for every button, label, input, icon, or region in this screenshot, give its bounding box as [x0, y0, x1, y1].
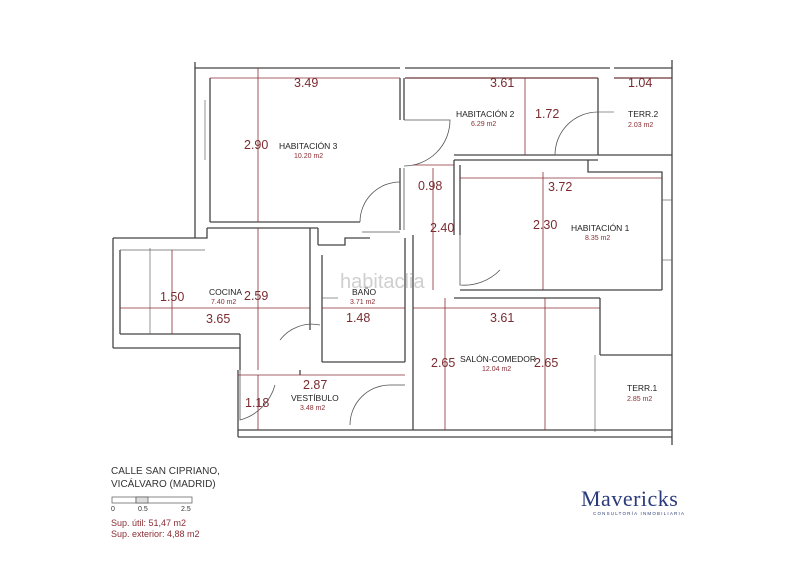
address-line-1: CALLE SAN CIPRIANO,: [111, 466, 220, 477]
dim-hab3-height: 2.90: [244, 138, 268, 152]
dimension-labels: 3.49 3.61 1.04 2.90 1.72 0.98 3.72 2.40 …: [160, 76, 652, 410]
room-area-bano: 3.71 m2: [350, 299, 375, 306]
address-block: CALLE SAN CIPRIANO, VICÁLVARO (MADRID): [111, 465, 220, 491]
dim-salon-height-right: 2.65: [534, 356, 558, 370]
doors: [239, 111, 599, 426]
room-area-habitacion3: 10.20 m2: [294, 153, 323, 160]
dim-cocina-width: 3.65: [206, 312, 230, 326]
dim-pasillo-width: 0.98: [418, 179, 442, 193]
room-area-habitacion2: 6.29 m2: [471, 121, 496, 128]
room-area-salon: 12.04 m2: [482, 366, 511, 373]
dim-cocina-height: 2.59: [244, 289, 268, 303]
dim-hab3-width: 3.49: [294, 76, 318, 90]
scale-tick-0: 0: [111, 506, 115, 513]
room-area-vestibulo: 3.48 m2: [300, 405, 325, 412]
room-name-habitacion3: HABITACIÓN 3: [279, 141, 338, 151]
watermark: habitaclia: [340, 271, 425, 293]
surface-summary: Sup. útil: 51,47 m2 Sup. exterior: 4,88 …: [111, 518, 200, 540]
room-area-terr1: 2.85 m2: [627, 396, 652, 403]
room-name-bano: BAÑO: [352, 287, 376, 297]
surface-exterior: Sup. exterior: 4,88 m2: [111, 529, 200, 539]
room-name-terr2: TERR.2: [628, 109, 659, 119]
room-name-salon: SALÓN-COMEDOR: [460, 354, 536, 364]
dim-vestibulo-height: 1.18: [245, 396, 269, 410]
dim-hab2-width: 3.61: [490, 76, 514, 90]
room-name-cocina: COCINA: [209, 287, 242, 297]
brand-logo: Mavericks: [581, 486, 679, 511]
room-area-cocina: 7.40 m2: [211, 299, 236, 306]
room-area-habitacion1: 8.35 m2: [585, 235, 610, 242]
room-name-habitacion1: HABITACIÓN 1: [571, 223, 630, 233]
dim-terr2-width: 1.04: [628, 76, 652, 90]
dim-hab1-height: 2.30: [533, 218, 557, 232]
room-name-vestibulo: VESTÍBULO: [291, 393, 339, 403]
dimension-lines: [120, 68, 672, 430]
dim-salon-height-left: 2.65: [431, 356, 455, 370]
dim-bano-width: 1.48: [346, 311, 370, 325]
dim-hab1-width: 3.72: [548, 180, 572, 194]
room-name-habitacion2: HABITACIÓN 2: [456, 109, 515, 119]
room-name-terr1: TERR.1: [627, 383, 658, 393]
scale-tick-2: 2.5: [181, 506, 191, 513]
dim-vestibulo-width: 2.87: [303, 378, 327, 392]
walls: [112, 60, 673, 445]
dim-hab2-height: 1.72: [535, 107, 559, 121]
room-area-terr2: 2.03 m2: [628, 122, 653, 129]
scale-tick-1: 0.5: [138, 506, 148, 513]
room-labels: HABITACIÓN 3 10.20 m2 HABITACIÓN 2 6.29 …: [209, 109, 659, 412]
address-line-2: VICÁLVARO (MADRID): [111, 479, 216, 490]
dim-cocina-inner: 1.50: [160, 290, 184, 304]
brand-tagline: CONSULTORÍA INMOBILIARIA: [593, 511, 686, 516]
surface-util: Sup. útil: 51,47 m2: [111, 518, 187, 528]
scale-bar: [111, 496, 193, 504]
dim-salon-width: 3.61: [490, 311, 514, 325]
dim-pasillo-height: 2.40: [430, 221, 454, 235]
